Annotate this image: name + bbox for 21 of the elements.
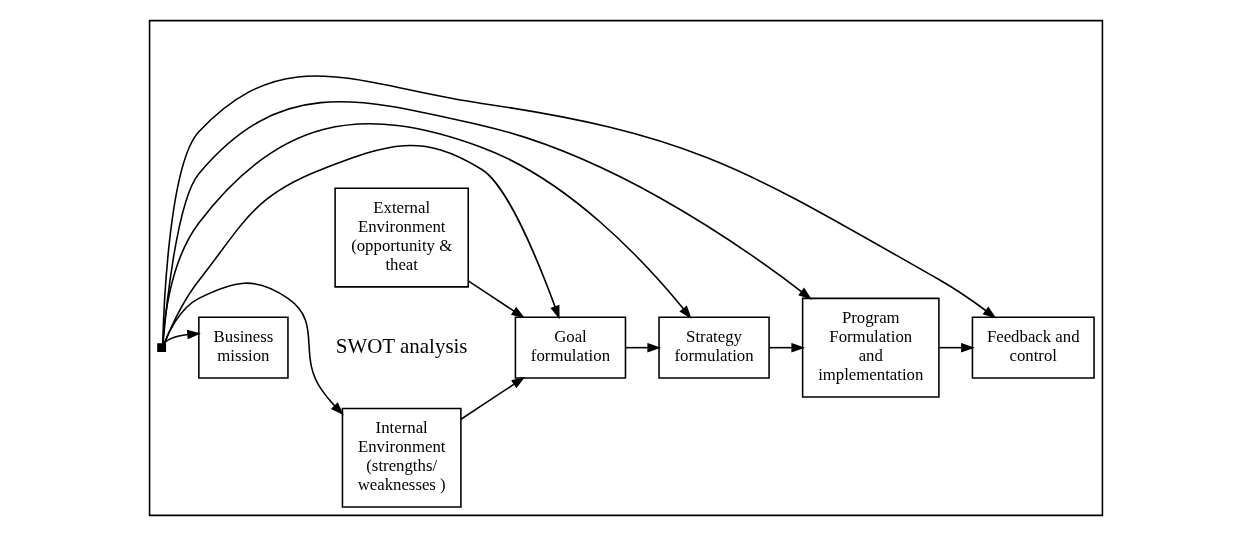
node-box: Feedback and control — [971, 316, 1095, 379]
arrow — [768, 342, 805, 353]
node-box: External Environment (opportunity & theat — [334, 187, 470, 288]
arrow — [625, 342, 661, 353]
label: SWOT analysis — [335, 333, 468, 358]
node-bar — [157, 343, 167, 353]
node-box: Program Formulation and implementation — [801, 297, 940, 398]
node-box: Internal Environment (strengths/ weaknesses ) — [341, 407, 462, 508]
arrow — [162, 123, 692, 345]
node-box: Goal formulation — [514, 316, 627, 379]
arrow — [467, 280, 525, 319]
cluster — [148, 19, 1104, 517]
node-box: Business mission — [198, 316, 289, 379]
node-box: Strategy formulation — [658, 316, 770, 379]
arrow — [162, 101, 812, 345]
arrow — [163, 282, 344, 416]
arrow — [938, 342, 975, 353]
arrow — [163, 329, 201, 345]
arrow — [162, 75, 997, 345]
arrow — [460, 376, 526, 421]
arrow — [163, 144, 560, 345]
